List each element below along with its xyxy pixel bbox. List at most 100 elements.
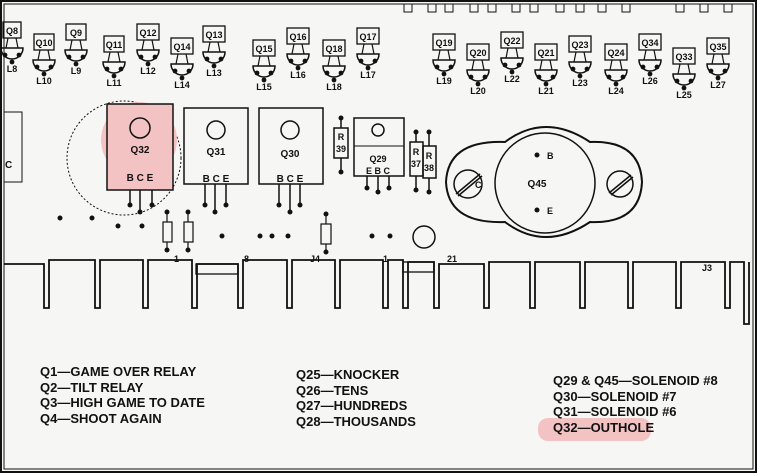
q45-collector-pin: C (475, 180, 482, 190)
q45-base-pin: B (547, 151, 554, 161)
legend-column-1: Q1—GAME OVER RELAY Q2—TILT RELAY Q3—HIGH… (40, 364, 205, 426)
power-transistor-q45: B E C Q45 (444, 126, 644, 238)
inductor-label: L8 (7, 64, 18, 74)
power-transistor-q32: Q32 B C E (106, 103, 174, 215)
svg-text:R: R (338, 132, 345, 142)
transistor-label: Q33 (675, 52, 692, 62)
svg-text:R: R (426, 151, 433, 161)
inductor-label: L27 (710, 80, 726, 90)
edge-connector-outline (4, 259, 750, 325)
legend-q4: Q4—SHOOT AGAIN (40, 410, 162, 426)
left-edge-part (3, 111, 23, 183)
transistor-label: Q35 (709, 42, 726, 52)
resistor-r39: R 39 (333, 115, 349, 175)
label-c-left: C (5, 160, 12, 171)
legend-q32: Q32—OUTHOLE (553, 419, 655, 435)
inductor-label: L22 (504, 74, 520, 84)
inductor-label: L24 (608, 86, 624, 96)
q31-label: Q31 (207, 147, 226, 158)
inductor-label: L16 (290, 70, 306, 80)
transistor-label: Q13 (205, 30, 222, 40)
svg-text:38: 38 (424, 163, 434, 173)
transistor-label: Q19 (435, 38, 452, 48)
svg-text:39: 39 (336, 144, 346, 154)
transistor-label: Q34 (641, 38, 658, 48)
inductor-label: L26 (642, 76, 658, 86)
legend-q2: Q2—TILT RELAY (40, 379, 144, 395)
legend-column-2: Q25—KNOCKER Q26—TENS Q27—HUNDREDS Q28—TH… (296, 367, 416, 429)
inductor-label: L9 (71, 66, 82, 76)
q32-label: Q32 (131, 145, 150, 156)
svg-text:R: R (413, 147, 420, 157)
transistor-label: Q24 (607, 48, 624, 58)
inductor-label: L20 (470, 86, 486, 96)
legend-q31: Q31—SOLENOID #6 (553, 404, 677, 419)
mounting-hole (412, 225, 436, 249)
legend-q1: Q1—GAME OVER RELAY (40, 364, 197, 379)
inductor-label: L25 (676, 90, 692, 100)
legend-q26: Q26—TENS (296, 382, 369, 398)
q45-emitter-pin: E (547, 206, 553, 216)
resistor-r37: R 37 (409, 129, 424, 193)
transistor-label: Q12 (139, 28, 156, 38)
q30-label: Q30 (281, 149, 300, 160)
board-dots (57, 209, 393, 255)
transistor-label: Q21 (537, 48, 554, 58)
connector-pad-a (195, 263, 239, 275)
q31-pins: B C E (203, 174, 230, 185)
inductor-label: L12 (140, 66, 156, 76)
label-8: 8 (244, 254, 249, 264)
label-1b: 1 (383, 254, 388, 264)
inductor-label: L21 (538, 86, 554, 96)
q32-dotted-circle (66, 100, 182, 216)
label-21: 21 (447, 254, 457, 264)
label-j4: J4 (310, 254, 320, 264)
transistor-label: Q8 (6, 26, 18, 36)
q29-pins: E B C (366, 166, 391, 176)
legend-column-3: Q29 & Q45—SOLENOID #8 Q30—SOLENOID #7 Q3… (553, 373, 718, 435)
transistor-label: Q16 (289, 32, 306, 42)
connector-pad-b (402, 261, 435, 273)
power-transistor-q30: Q30 B C E (258, 107, 324, 215)
transistor-label: Q20 (469, 48, 486, 58)
label-j3: J3 (702, 263, 712, 273)
legend-highlight (538, 418, 651, 441)
small-parts (162, 212, 332, 252)
inductor-label: L23 (572, 78, 588, 88)
q29-label: Q29 (369, 154, 386, 164)
transistor-label: Q10 (35, 38, 52, 48)
inductor-label: L18 (326, 82, 342, 92)
transistor-label: Q15 (255, 44, 272, 54)
inner-frame (3, 3, 754, 470)
inductor-label: L11 (106, 78, 121, 88)
inductor-label: L19 (436, 76, 452, 86)
power-transistor-q29: Q29 E B C (353, 117, 405, 195)
transistor-label: Q23 (571, 40, 588, 50)
legend-q3: Q3—HIGH GAME TO DATE (40, 395, 205, 410)
legend-q30: Q30—SOLENOID #7 (553, 388, 677, 404)
legend-q27: Q27—HUNDREDS (296, 398, 408, 413)
legend-q25: Q25—KNOCKER (296, 367, 400, 382)
legend-q28: Q28—THOUSANDS (296, 413, 416, 429)
q45-label: Q45 (528, 179, 547, 190)
transistor-label: Q17 (359, 32, 376, 42)
